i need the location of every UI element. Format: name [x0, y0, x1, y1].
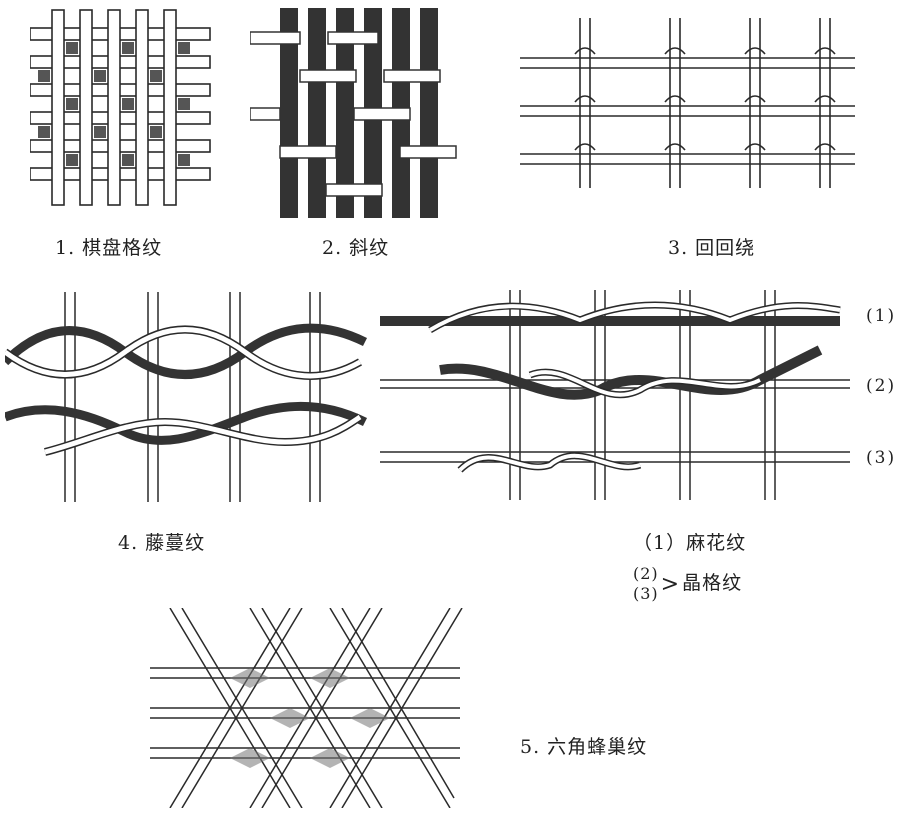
- caption-honeycomb: 5. 六角蜂巢纹: [520, 732, 647, 759]
- hexagonal-honeycomb-weave-illustration: [150, 608, 470, 808]
- wrap-weave-illustration: [520, 18, 865, 193]
- caption-vine: 4. 藤蔓纹: [118, 528, 205, 555]
- lattice-row-2: (2): [633, 564, 659, 583]
- checkerboard-weave-illustration: [30, 8, 220, 213]
- brace-icon: >: [661, 572, 680, 597]
- caption-twill: 2. 斜纹: [322, 233, 389, 260]
- twist-lattice-weave-illustration: [380, 280, 850, 505]
- row-tag-3: (3): [866, 448, 896, 468]
- row-tag-1: (1): [866, 306, 896, 326]
- lattice-label: 晶格纹: [682, 572, 742, 594]
- caption-wrap: 3. 回回绕: [668, 233, 755, 260]
- caption-twist: （1）麻花纹: [633, 528, 746, 555]
- lattice-row-3: (3): [633, 584, 659, 603]
- lattice-row-numbers: (2) (3): [633, 564, 659, 604]
- caption-checkerboard: 1. 棋盘格纹: [55, 233, 162, 260]
- twill-weave-illustration: [250, 8, 465, 223]
- caption-lattice: (2) (3) >晶格纹: [633, 564, 742, 604]
- vine-weave-illustration: [5, 292, 370, 507]
- row-tag-2: (2): [866, 376, 896, 396]
